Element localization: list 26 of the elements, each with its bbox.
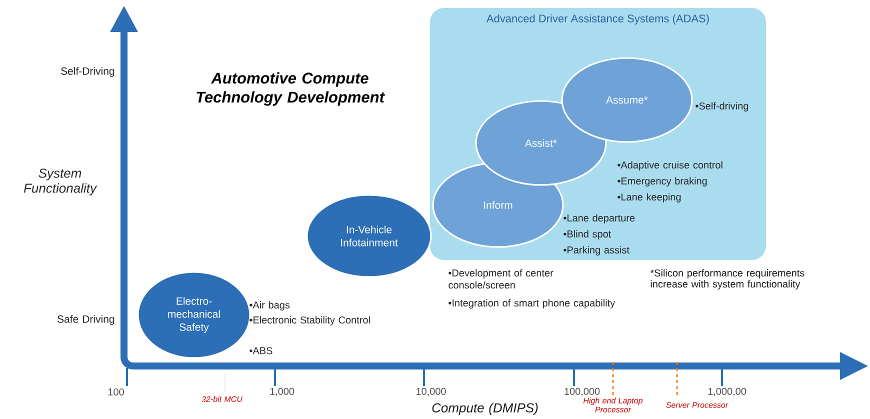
bullet-text: •Emergency braking — [618, 177, 707, 186]
axis-label: 100,000 — [564, 388, 600, 396]
bullet-text: •Parking assist — [564, 246, 630, 256]
axis-label: 10,000 — [416, 388, 446, 396]
axis-label: Compute (DMIPS) — [432, 402, 538, 416]
axis-label: 32-bit MCU — [202, 396, 242, 402]
bullet-text: •Lane departure — [564, 214, 635, 224]
bullet-text: •Self-driving — [696, 102, 748, 112]
bullet-text: •Integration of smart phone capability — [448, 299, 616, 308]
bullet-text: •Blind spot — [564, 230, 612, 240]
bullet-text: •Adaptive cruise control — [618, 161, 722, 170]
bullet-text: •Lane keeping — [618, 193, 681, 202]
bullet-text: •Development of center console/screen — [448, 269, 554, 289]
bullet-text: •ABS — [250, 347, 272, 354]
title: Automotive Compute Technology Development — [196, 72, 385, 106]
bullet-text: •Air bags — [250, 301, 290, 310]
axis-label: Safe Driving — [58, 315, 114, 325]
axis-label: 1,000,00 — [708, 388, 746, 396]
bullet-text: •Electronic Stability Control — [250, 316, 370, 326]
axis-label: 1,000 — [270, 388, 294, 396]
axis-label: High end Laptop Processor — [583, 398, 643, 412]
axis-label: *Silicon performance requirements increase with system functionality — [650, 269, 804, 290]
axis-label: System Functionality — [24, 168, 98, 196]
axis-label: Self-Driving — [61, 67, 114, 77]
axis-label: 100 — [108, 388, 124, 396]
axis-label: Server Processor — [666, 402, 728, 408]
